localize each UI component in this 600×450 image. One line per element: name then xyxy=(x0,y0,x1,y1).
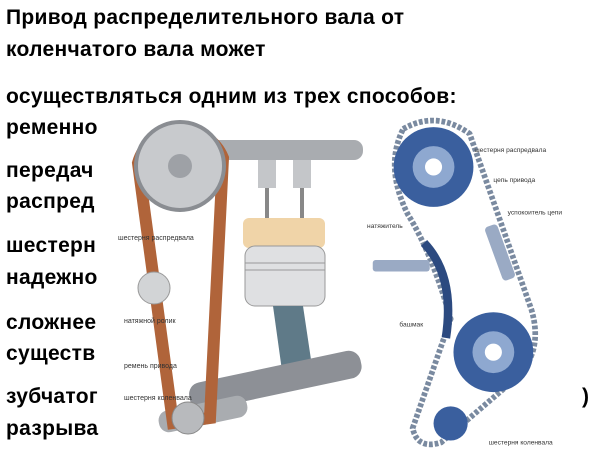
text-line: существ xyxy=(6,342,96,365)
label: натяжной ролик xyxy=(124,317,177,325)
crankshaft-gear xyxy=(433,406,468,441)
piston xyxy=(244,245,326,307)
text-line: зубчатог xyxy=(6,385,98,408)
label: шестерня распредвала xyxy=(118,235,194,242)
text-line: Привод распределительного вала от xyxy=(6,6,405,29)
label: шестерня распредвала xyxy=(474,147,546,154)
tensioner-roller xyxy=(137,271,171,305)
text-fragment: ) xyxy=(582,385,590,408)
text-line: коленчатого вала может xyxy=(6,38,266,61)
text-line: разрыва xyxy=(6,417,99,440)
text-line: шестерн xyxy=(6,234,97,257)
text-line: надежно xyxy=(6,266,98,289)
chain-shoe xyxy=(420,240,453,339)
label: натяжитель xyxy=(367,223,403,230)
label: ремень привода xyxy=(124,363,177,370)
crankshaft xyxy=(189,350,362,411)
label: успокоитель цепи xyxy=(508,209,563,216)
text-line: передач xyxy=(6,159,94,182)
label: башмак xyxy=(399,321,423,329)
text-line: сложнее xyxy=(6,311,97,334)
connecting-rod xyxy=(273,306,313,378)
chain-damper xyxy=(485,224,515,281)
cylinder xyxy=(243,218,325,248)
belt-drive-illustration: шестерня распредвала натяжной ролик реме… xyxy=(118,120,363,435)
label: шестерня коленвала xyxy=(124,395,192,402)
drive-chain xyxy=(391,117,539,448)
crankshaft-gear xyxy=(171,401,205,435)
label: шестерня коленвала xyxy=(489,439,553,446)
tensioner xyxy=(372,260,430,272)
label: цепь привода xyxy=(493,177,535,184)
text-line: осуществляться одним из трех способов: xyxy=(6,85,457,108)
text-line: ременно xyxy=(6,116,98,139)
text-line: распред xyxy=(6,190,95,213)
chain-drive-illustration: шестерня распредвала цепь привода успоко… xyxy=(367,117,563,448)
